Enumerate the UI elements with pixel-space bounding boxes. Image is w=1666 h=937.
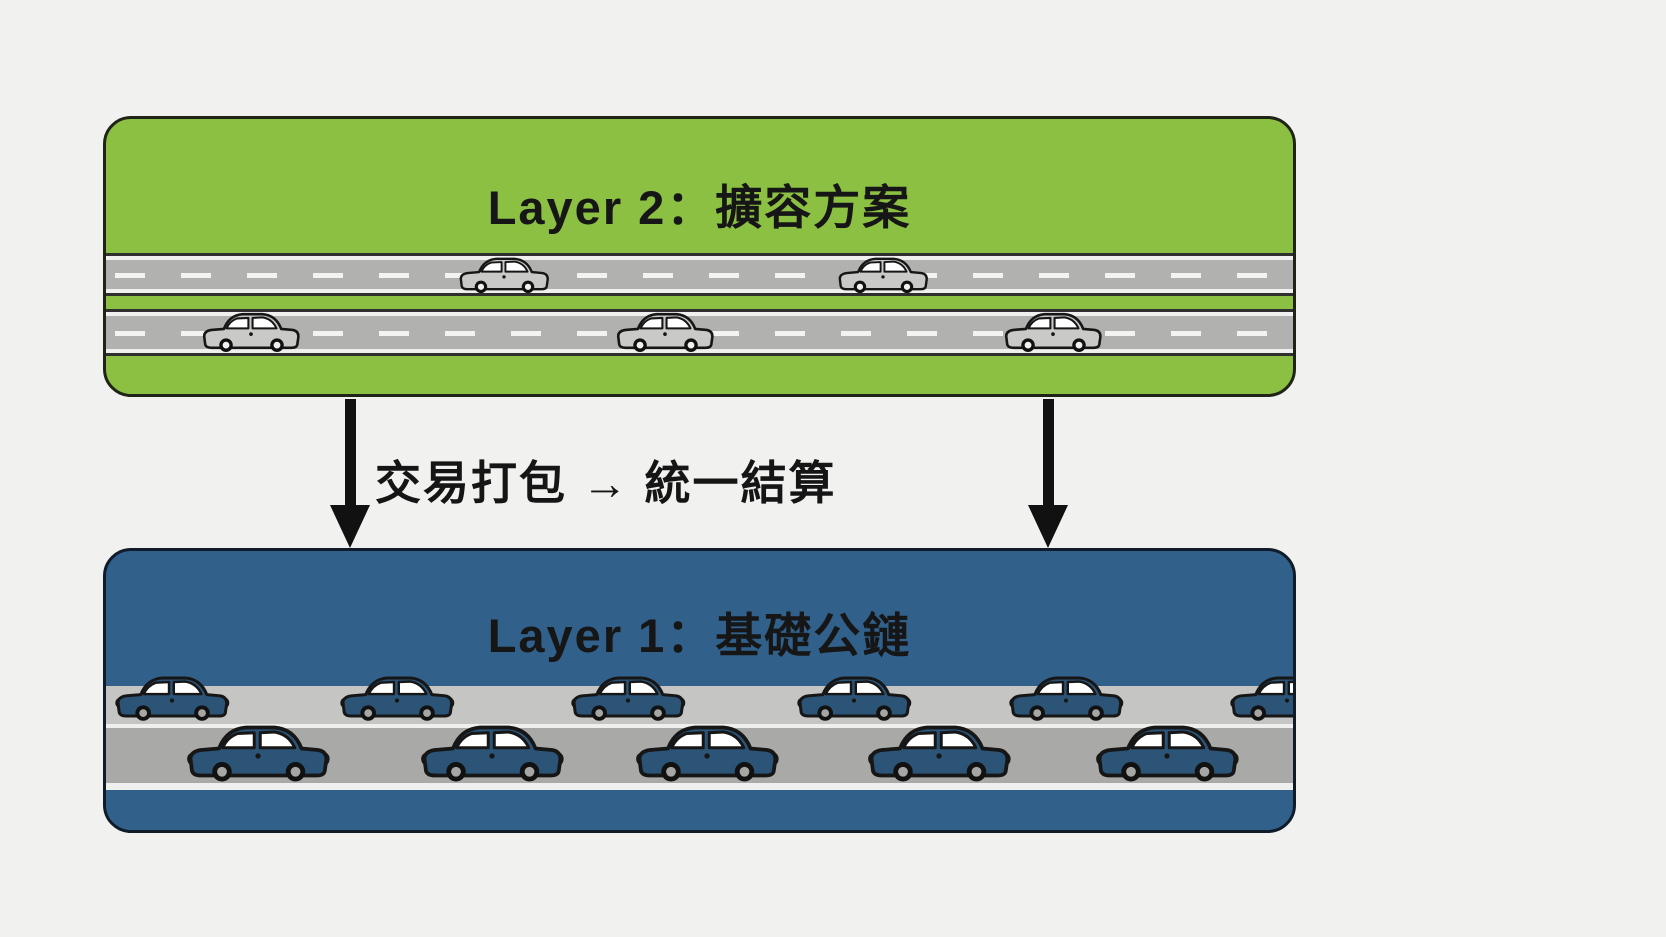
down-arrow-icon xyxy=(1028,399,1068,548)
car-icon xyxy=(417,720,567,783)
car-icon xyxy=(632,720,782,783)
car-icon xyxy=(1092,720,1242,783)
car-icon xyxy=(183,720,333,783)
layer2-title: Layer 2：擴容方案 xyxy=(487,181,912,234)
car-icon xyxy=(337,672,457,722)
layer1-title: Layer 1：基礎公鏈 xyxy=(487,609,912,662)
car-icon xyxy=(864,720,1014,783)
lane-dashes-icon xyxy=(115,272,1284,278)
car-icon xyxy=(1001,309,1105,353)
car-icon xyxy=(1006,672,1126,722)
car-icon xyxy=(199,309,303,353)
layer2-road-1 xyxy=(106,253,1293,296)
car-icon xyxy=(112,672,232,722)
car-icon xyxy=(1227,672,1293,722)
down-arrow-icon xyxy=(330,399,370,548)
flow-label: 交易打包 → 統一結算 xyxy=(375,457,837,509)
car-icon xyxy=(794,672,914,722)
car-icon xyxy=(835,254,931,294)
car-icon xyxy=(568,672,688,722)
car-icon xyxy=(456,254,552,294)
layer2-box: Layer 2：擴容方案 xyxy=(103,116,1296,397)
layer1-box: Layer 1：基礎公鏈 xyxy=(103,548,1296,833)
car-icon xyxy=(613,309,717,353)
